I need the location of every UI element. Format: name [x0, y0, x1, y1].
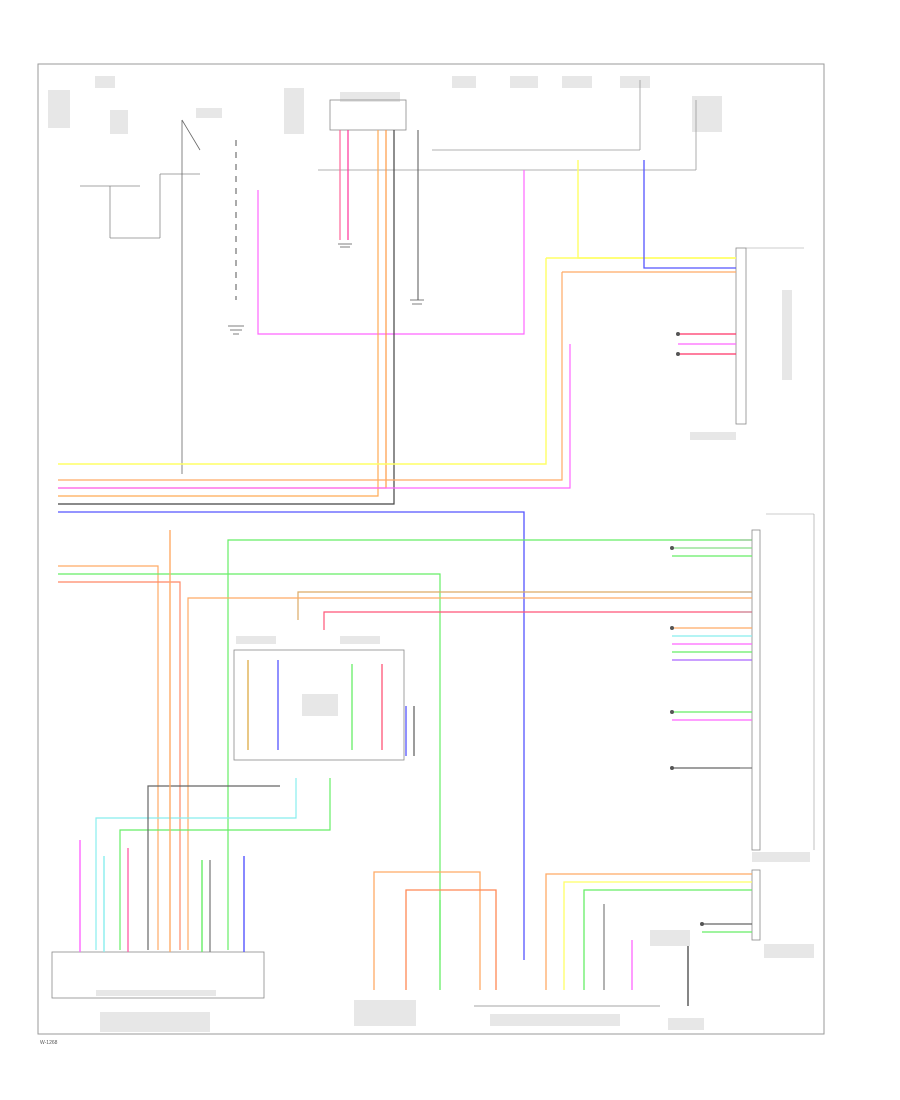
wire-blue-1	[58, 160, 736, 960]
right-bottom-connector	[751, 513, 815, 958]
wire-pink-right	[58, 333, 736, 489]
ground-symbol	[228, 243, 424, 335]
wire-orange-right	[58, 271, 736, 481]
center-module	[233, 636, 405, 761]
top-left-switch	[80, 119, 237, 474]
connector-pin	[740, 539, 752, 769]
wire-center-internal	[247, 660, 415, 756]
wire-left-bundle-2	[58, 565, 441, 960]
wire-pink-drops	[339, 130, 349, 240]
splice-dot	[670, 332, 704, 926]
wire-yellow-1	[58, 160, 736, 465]
wire-left-module-drops	[79, 530, 245, 952]
wire-pink-1	[257, 170, 525, 335]
diagram-frame	[37, 63, 825, 1035]
page-id: W-1268	[40, 1040, 58, 1046]
top-junction-block	[318, 80, 697, 171]
bottom-left-module	[51, 951, 265, 1032]
bottom-center-modules	[354, 930, 704, 1030]
wire-tan-center	[187, 591, 752, 950]
right-top-connector	[690, 247, 804, 440]
top-component-labels	[48, 76, 722, 134]
wire-bottom-center	[373, 871, 752, 1006]
wire-green-right	[227, 539, 752, 950]
wire-center-outputs	[95, 778, 331, 950]
